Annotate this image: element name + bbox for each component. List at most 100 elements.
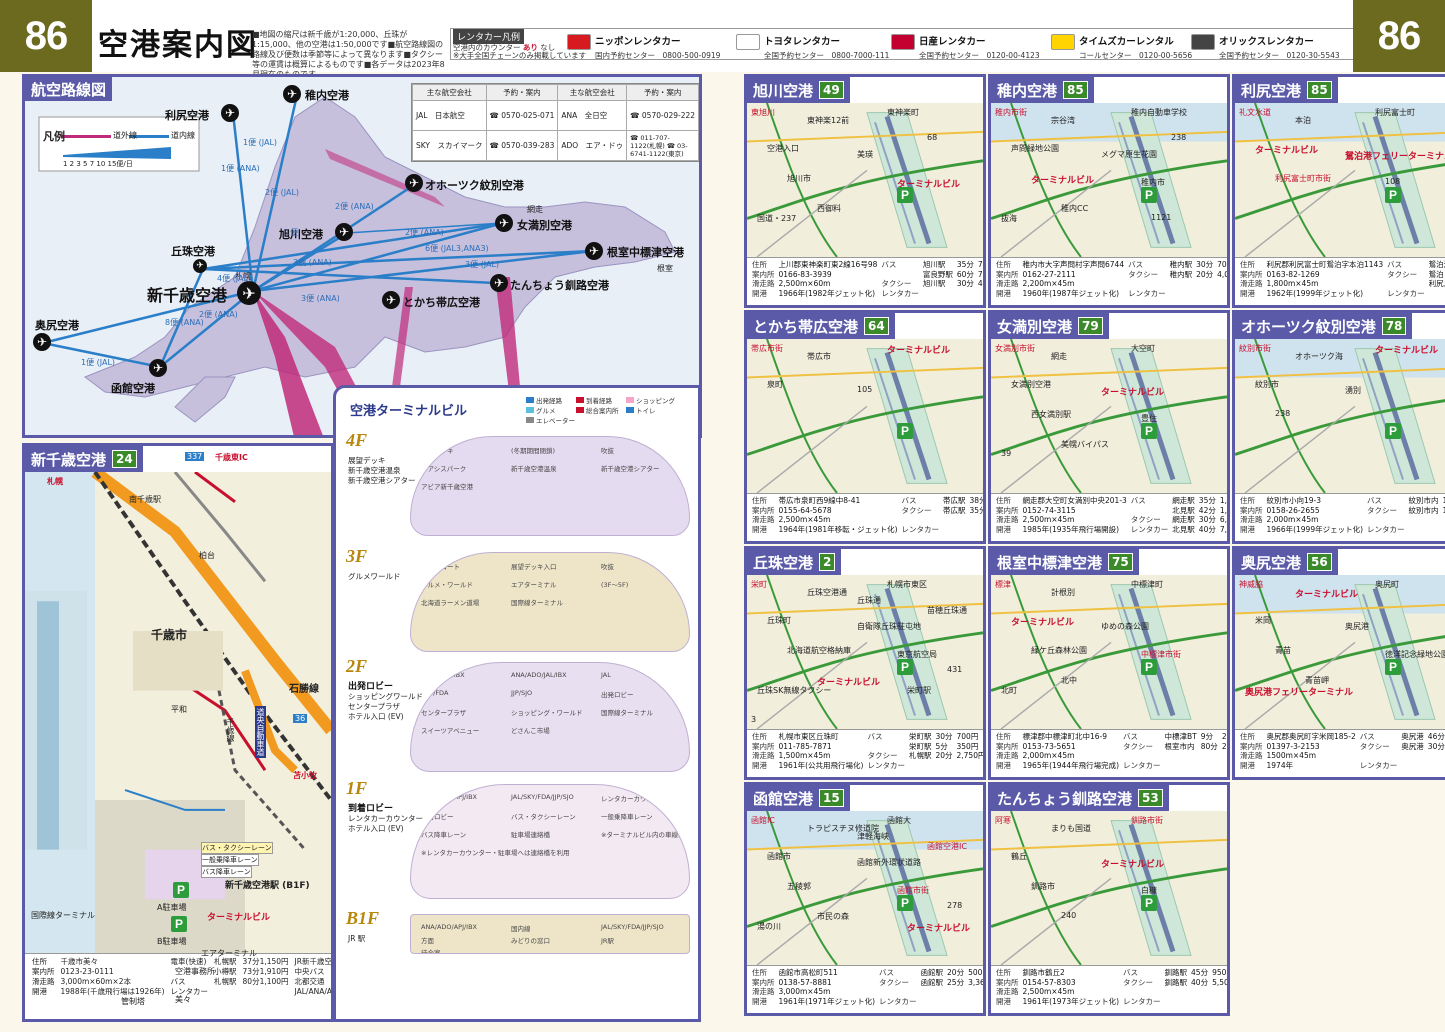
floor-description-line: 到着ロビー: [348, 804, 394, 814]
floor-plan-label: 吹抜: [601, 447, 614, 455]
route-legend-intl: 道外線: [113, 131, 137, 140]
airport-info-cell: 開港: [996, 760, 1011, 770]
airport-info-cell: 17分: [1441, 496, 1445, 506]
airport-info-cell: 網走駅: [1172, 496, 1195, 505]
airport-info-cell: 稚内市大字声問村字声問6744: [1022, 260, 1125, 269]
map-label: 函館市街: [897, 886, 929, 895]
map-label: 女満別空港: [1011, 380, 1051, 389]
airport-info-cell: [877, 987, 919, 997]
airport-info-cell: 旭川駅: [922, 260, 946, 269]
label-minami-chitose: 南千歳駅: [129, 495, 161, 504]
road-green: [991, 867, 1227, 928]
airport-info-cell: 1,050円: [1219, 496, 1227, 505]
airport-info-cell: 開港: [752, 760, 767, 770]
terminal-title: 空港ターミナルビル: [350, 404, 468, 419]
airport-info-cell: 1,800m×45m: [1266, 279, 1319, 288]
floor-plan-label: 国際線ターミナル: [511, 599, 563, 607]
airport-info-cell: 住所: [752, 968, 767, 977]
airport-info-cell: 30分: [956, 279, 974, 288]
page-number-right: 86: [1353, 0, 1445, 72]
terminal-legend-item: グルメ: [526, 406, 576, 416]
road-yellow: [991, 838, 1227, 851]
airport-info-cell: 開港: [752, 524, 767, 534]
airport-info: 住所紋別市小向19-3バス紋別市内17分無料案内所0158-26-2655タクシ…: [1235, 493, 1445, 541]
floor-plan-label: オアシスパーク: [421, 465, 467, 473]
label-bus-drop-lane: バス降車レーン: [201, 866, 252, 878]
floor-plan-label: 一般乗降車レーン: [601, 813, 653, 821]
road-green: [766, 339, 838, 493]
floor-plan-label: ANA/ADO/APJ/IBX: [421, 793, 478, 801]
airplane-icon: ✈: [490, 274, 508, 292]
airport-info: 住所稚内市大字声問村字声問6744バス稚内駅30分700円案内所0162-27-…: [991, 257, 1227, 305]
airport-name: とかち帯広空港: [753, 317, 859, 336]
map-label: 北中: [1061, 676, 1077, 685]
airport-info-cell: 開港: [1240, 288, 1255, 298]
map-label: 北海道航空格納庫: [787, 646, 851, 655]
map-label: 稚内CC: [1061, 204, 1089, 213]
map-label: 苗穂丘珠通: [927, 606, 967, 615]
airport-info-cell: [968, 515, 983, 525]
airport-info-cell: 案内所: [752, 741, 775, 751]
airport-info-cell: 1,200円: [1219, 505, 1227, 515]
map-label: 抜海: [1001, 214, 1017, 223]
airport-label-okhotsk: オホーツク紋別空港: [425, 179, 524, 192]
terminal-legend-item: 出発経路: [526, 396, 576, 406]
airport-name: 女満別空港: [997, 317, 1073, 336]
floor-plan: 展望デッキ(冬期期間閉鎖)吹抜オアシスパーク新千歳空港温泉新千歳空港シアターアビ…: [410, 436, 690, 536]
airport-info-cell: 46分: [1427, 732, 1445, 741]
airport-map-svg: [991, 339, 1227, 493]
map-label: 東神楽12前: [807, 116, 850, 125]
terminal-legend-label: エレベーター: [536, 417, 575, 425]
airport-map-svg: [1235, 103, 1445, 257]
airport-info-cell: 案内所: [996, 741, 1019, 751]
airport-info-cell: 2,500m×45m: [778, 515, 831, 524]
chitose-info-cell: 73分1,910円: [242, 967, 289, 976]
label-general-lane: 一般乗降車レーン: [201, 854, 259, 866]
airport-info-cell: 案内所: [1240, 741, 1263, 751]
map-label: 431: [947, 665, 963, 674]
floor-description-line: センタープラザ: [348, 702, 401, 711]
chitose-info-cell: [240, 987, 292, 997]
airline-table-header: 主な航空会社: [412, 84, 487, 101]
road-yellow: [991, 366, 1227, 379]
terminal-legend-label: 総合案内所: [586, 407, 619, 415]
road-yellow: [1235, 603, 1445, 615]
floor-plan-label: エアターミナル: [511, 581, 557, 589]
airport-info-cell: [941, 525, 968, 535]
taxiway: [874, 357, 916, 480]
map-label: 東京航空局: [897, 650, 937, 659]
airport-info-cell: 奥尻港: [1401, 732, 1424, 741]
map-label: 105: [857, 385, 873, 394]
airport-name: 旭川空港: [753, 81, 814, 100]
airport-map: [991, 103, 1227, 257]
parking-icon: P: [1385, 423, 1401, 439]
label-air-terminal: エアターミナル: [201, 949, 257, 958]
rental-logo-icon: [891, 34, 915, 50]
map-label: 奥尻町: [1375, 580, 1399, 589]
airport-info-cell: 2,750円: [956, 751, 986, 760]
rental-legend-no: なし: [540, 43, 556, 52]
airport-map-svg: [747, 103, 983, 257]
airport-label-memanbetsu: 女満別空港: [517, 219, 572, 232]
taxiway: [1118, 121, 1160, 244]
floor-plan-label: アビア新千歳空港: [421, 483, 473, 491]
map-label: 白糠: [1141, 886, 1157, 895]
parking-icon: P: [171, 916, 187, 932]
airport-map: [1235, 103, 1445, 257]
road-green: [766, 103, 838, 257]
airport-info-cell: [933, 761, 954, 771]
parking-icon: P: [1385, 659, 1401, 675]
airport-info-cell: [966, 997, 983, 1007]
airport-info-cell: レンタカー: [1130, 524, 1169, 534]
floor-description-line: ホテル入口 (EV): [348, 824, 404, 833]
airport-info-cell: 45分: [1191, 968, 1209, 977]
road-yellow: [991, 602, 1227, 615]
airport-map-svg: [747, 575, 983, 729]
airport-info-cell: 釧路駅: [1164, 968, 1188, 977]
floor-plan-label: 吹抜: [601, 563, 614, 571]
